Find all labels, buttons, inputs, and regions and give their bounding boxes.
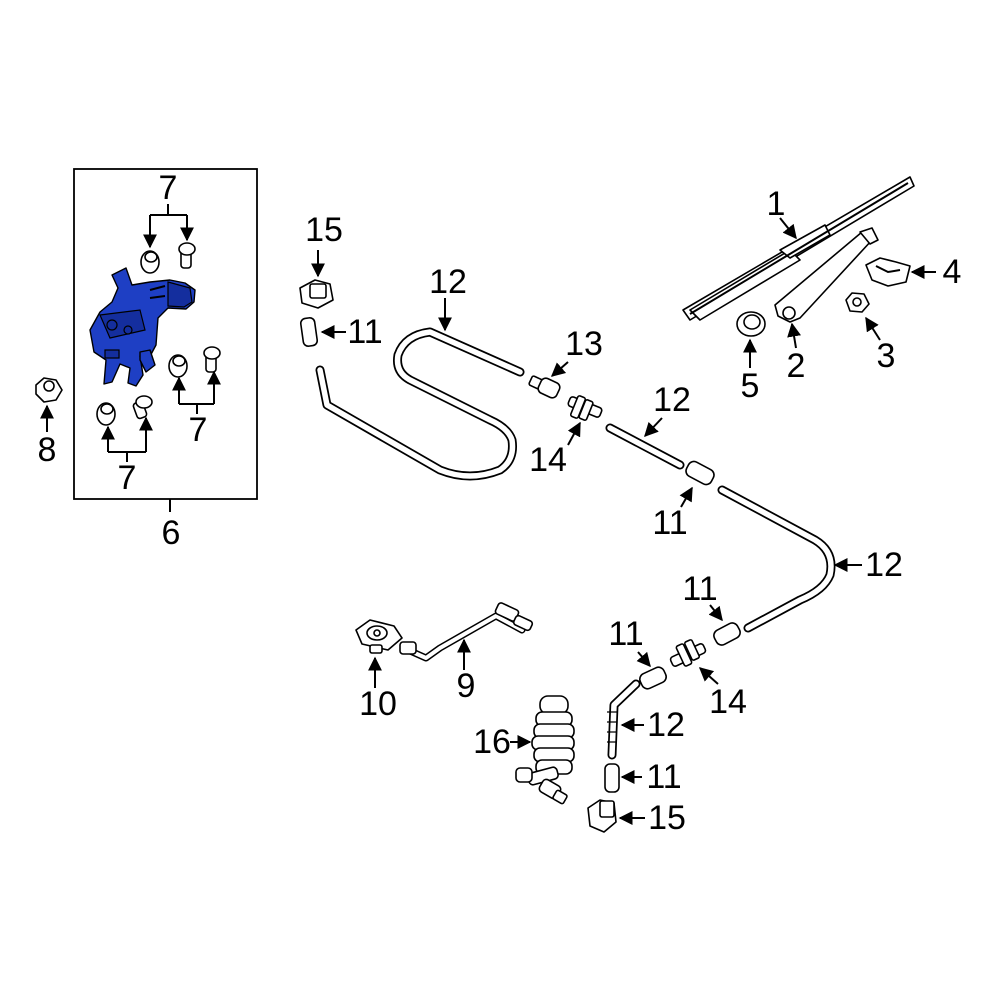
hose-connector-part-15-top	[299, 279, 334, 309]
callout-11-lower: 11	[608, 615, 643, 653]
callout-13: 13	[565, 325, 603, 363]
callout-11b-arrow	[679, 486, 693, 508]
callout-labels: 1 2 3 4 5 6 7 7 7 8 9 10 11 11 11 11 11 …	[38, 169, 962, 837]
motor-detail-lines	[149, 285, 166, 299]
callout-15-bottom: 15	[648, 799, 686, 837]
callout-12-long: 12	[865, 546, 903, 584]
nut-part-3	[845, 292, 870, 313]
nut-part-8	[35, 377, 63, 403]
hose-sleeve-part-11	[713, 622, 741, 646]
mount-bolt-part	[203, 346, 221, 373]
rubber-bushing-part	[96, 402, 116, 426]
callout-12-loop: 12	[429, 263, 467, 301]
washer-hose-part-12-loop	[315, 327, 525, 481]
callout-12b-arrow	[644, 417, 663, 438]
callout-1-arrow	[779, 217, 797, 240]
washer-pump-part-16	[515, 695, 575, 805]
callout-12-vertical: 12	[647, 706, 685, 744]
assembly-frame	[73, 168, 258, 500]
washer-hose-part-12-long	[717, 485, 836, 633]
callout-4: 4	[943, 253, 962, 291]
callout-13-arrow	[550, 361, 569, 377]
rubber-bushing-part	[140, 250, 160, 274]
check-valve-part-13	[528, 375, 561, 399]
callout-11-bottom: 11	[646, 758, 681, 796]
hose-sleeve-part-11	[299, 317, 319, 347]
callout-10: 10	[359, 685, 397, 723]
washer-hose-part-12-vertical	[607, 679, 641, 760]
callout-15-top: 15	[305, 211, 343, 249]
callout-14b-arrow	[698, 667, 719, 685]
wiper-motor-part	[89, 267, 196, 387]
wiper-arm-part-2	[774, 227, 879, 323]
callout-16: 16	[473, 723, 511, 761]
callout-7-right: 7	[189, 411, 208, 449]
callout-8: 8	[38, 431, 57, 469]
hose-sleeve-part-11	[604, 763, 620, 793]
callout-2-arrow	[787, 322, 801, 349]
callout-3-arrow	[865, 316, 881, 341]
callout-1: 1	[767, 185, 786, 223]
callout-11c-arrow	[708, 604, 723, 622]
callout-6: 6	[162, 514, 181, 552]
callout-11-top: 11	[347, 313, 382, 351]
callout-2: 2	[787, 347, 806, 385]
wiper-blade-part-1	[682, 176, 915, 321]
hose-sleeve-part-11	[685, 460, 715, 486]
callout-14-top: 14	[529, 441, 567, 479]
callout-12-short: 12	[653, 381, 691, 419]
hose-connector-part-15-bottom	[587, 799, 617, 833]
mount-bolt-part	[178, 242, 196, 269]
callout-14-bottom: 14	[709, 683, 747, 721]
nozzle-hose-part-9	[399, 602, 534, 662]
callout-7-bottom: 7	[118, 459, 137, 497]
mount-bolt-part	[132, 395, 153, 420]
callout-3: 3	[877, 337, 896, 375]
callout-9: 9	[457, 667, 476, 705]
t-connector-part-14-bottom	[669, 639, 707, 667]
arm-cap-part-4	[865, 257, 911, 287]
callout-11d-arrow	[636, 651, 651, 668]
callout-5: 5	[741, 367, 760, 405]
washer-hose-part-12-short	[605, 423, 685, 470]
t-connector-part-14-top	[567, 395, 603, 421]
rubber-bushing-part	[168, 354, 188, 378]
washer-nozzle-part-10	[355, 619, 403, 654]
hose-sleeve-part-11	[639, 666, 667, 690]
callout-7-top: 7	[159, 169, 178, 207]
callout-14a-arrow	[567, 421, 581, 446]
grommet-part-5	[736, 311, 766, 337]
motor-assembly-group	[73, 168, 258, 512]
callout-11-middle: 11	[652, 504, 687, 542]
callout-11-right: 11	[682, 570, 717, 608]
